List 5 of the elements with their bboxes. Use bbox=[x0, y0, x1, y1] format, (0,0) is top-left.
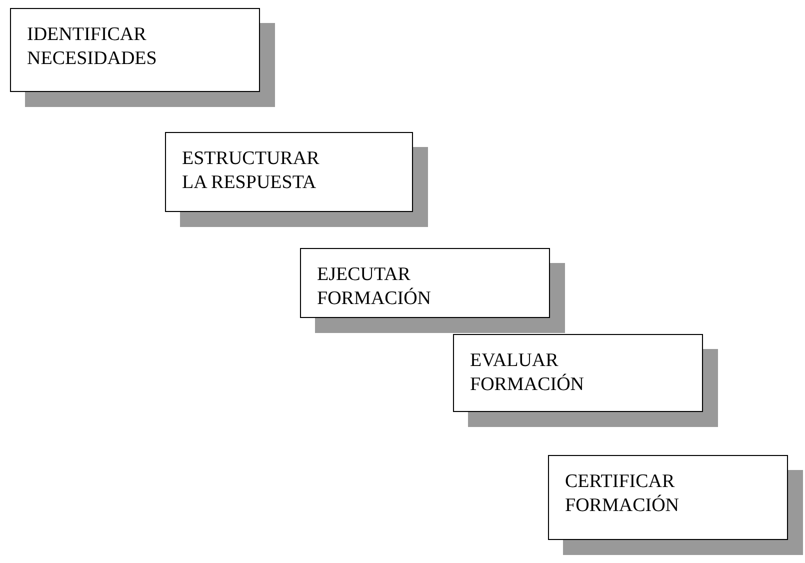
step-label: EVALUAR FORMACIÓN bbox=[470, 349, 586, 397]
step-label: IDENTIFICAR NECESIDADES bbox=[27, 23, 158, 71]
step-label: CERTIFICAR FORMACIÓN bbox=[565, 470, 680, 518]
step-label: EJECUTAR FORMACIÓN bbox=[317, 263, 432, 311]
step-label: ESTRUCTURAR LA RESPUESTA bbox=[182, 147, 320, 195]
